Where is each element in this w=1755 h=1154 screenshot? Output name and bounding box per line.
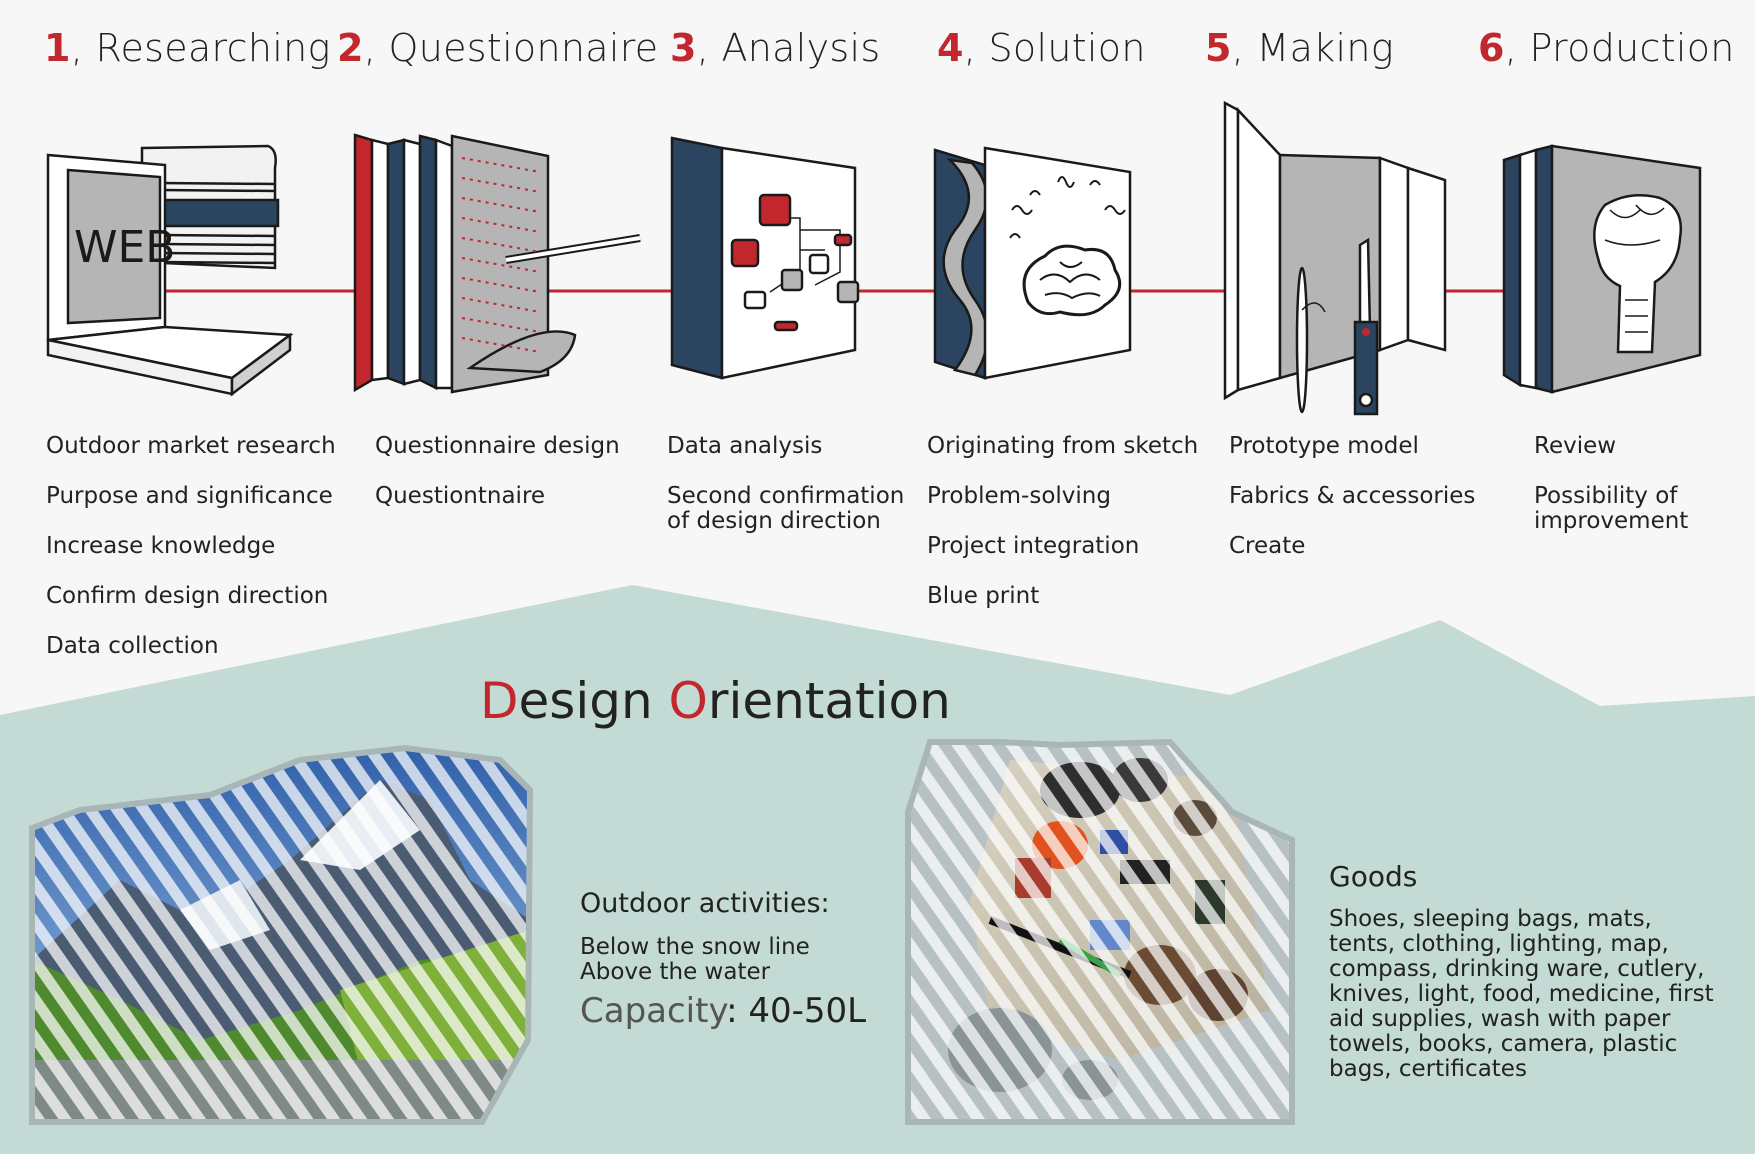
- list-item: Problem-solving: [927, 483, 1111, 509]
- list-item: Second confirmation of design direction: [667, 483, 905, 534]
- step-items-researching: Outdoor market research Purpose and sign…: [46, 434, 336, 684]
- step-items-analysis: Data analysis Second confirmation of des…: [667, 434, 904, 559]
- list-item: Increase knowledge: [46, 533, 276, 559]
- list-item: Prototype model: [1229, 433, 1419, 459]
- list-item: Confirm design direction: [46, 583, 329, 609]
- goods-block: Goods Shoes, sleeping bags, mats, tents,…: [1329, 860, 1719, 1082]
- step-title-production: 6, Production: [1478, 26, 1735, 70]
- list-item: Project integration: [927, 533, 1140, 559]
- activity-line: Below the snow line: [580, 934, 810, 960]
- step-number: 1: [44, 26, 71, 70]
- list-item: Originating from sketch: [927, 433, 1199, 459]
- step-items-production: Review Possibility of improvement: [1534, 434, 1688, 559]
- step-title-text: , Analysis: [696, 26, 881, 70]
- list-item: Possibility of improvement: [1534, 483, 1689, 534]
- goods-photo: [905, 738, 1295, 1125]
- step-title-text: , Production: [1504, 26, 1735, 70]
- step-title-making: 5, Making: [1205, 26, 1394, 70]
- step-items-questionnaire: Questionnaire design Questiontnaire: [375, 434, 620, 534]
- questionnaire-pages-icon: [353, 133, 641, 394]
- title-initial: D: [480, 672, 519, 730]
- design-orientation-title: Design Orientation: [480, 672, 951, 730]
- step-items-solution: Originating from sketch Problem-solving …: [927, 434, 1198, 634]
- activity-line: Above the water: [580, 959, 771, 985]
- list-item: Blue print: [927, 583, 1040, 609]
- list-item: Questiontnaire: [375, 483, 546, 509]
- list-item: Data analysis: [667, 433, 823, 459]
- list-item: Review: [1534, 433, 1617, 459]
- step-title-researching: 1, Researching: [44, 26, 331, 70]
- step-title-text: , Researching: [70, 26, 331, 70]
- capacity-value: : 40-50L: [726, 991, 867, 1031]
- step-title-text: , Making: [1231, 26, 1394, 70]
- list-item: Fabrics & accessories: [1229, 483, 1476, 509]
- list-item: Data collection: [46, 633, 219, 659]
- step-title-text: , Solution: [963, 26, 1146, 70]
- title-part: rientation: [707, 672, 951, 730]
- laptop-web-icon: [46, 144, 294, 397]
- title-initial: O: [668, 672, 708, 730]
- step-number: 2: [337, 26, 364, 70]
- step-title-questionnaire: 2, Questionnaire: [337, 26, 658, 70]
- step-items-making: Prototype model Fabrics & accessories Cr…: [1229, 434, 1475, 584]
- step-title-solution: 4, Solution: [937, 26, 1146, 70]
- goods-list: Shoes, sleeping bags, mats, tents, cloth…: [1329, 906, 1714, 1082]
- goods-heading: Goods: [1329, 860, 1418, 893]
- title-part: esign: [518, 672, 669, 730]
- production-fist-icon: [1502, 144, 1702, 394]
- list-item: Questionnaire design: [375, 433, 620, 459]
- list-item: Purpose and significance: [46, 483, 333, 509]
- capacity-label: Capacity: [580, 991, 727, 1031]
- step-number: 5: [1205, 26, 1232, 70]
- solution-brain-icon: [933, 146, 1132, 380]
- step-title-analysis: 3, Analysis: [670, 26, 880, 70]
- step-number: 6: [1478, 26, 1505, 70]
- capacity-readout: Capacity: 40-50L: [580, 991, 866, 1031]
- outdoor-activities-block: Outdoor activities: Below the snow line …: [580, 888, 866, 1031]
- list-item: Create: [1229, 533, 1306, 559]
- questionnaire-lines: [461, 157, 541, 353]
- list-item: Outdoor market research: [46, 433, 336, 459]
- activities-heading: Outdoor activities:: [580, 888, 830, 919]
- step-number: 4: [937, 26, 964, 70]
- analysis-flowchart-icon: [670, 136, 860, 380]
- web-icon-label: WEB: [74, 222, 176, 273]
- step-title-text: , Questionnaire: [363, 26, 659, 70]
- step-number: 3: [670, 26, 697, 70]
- making-needle-icon: [1223, 100, 1447, 416]
- mountain-photo: [29, 744, 534, 1125]
